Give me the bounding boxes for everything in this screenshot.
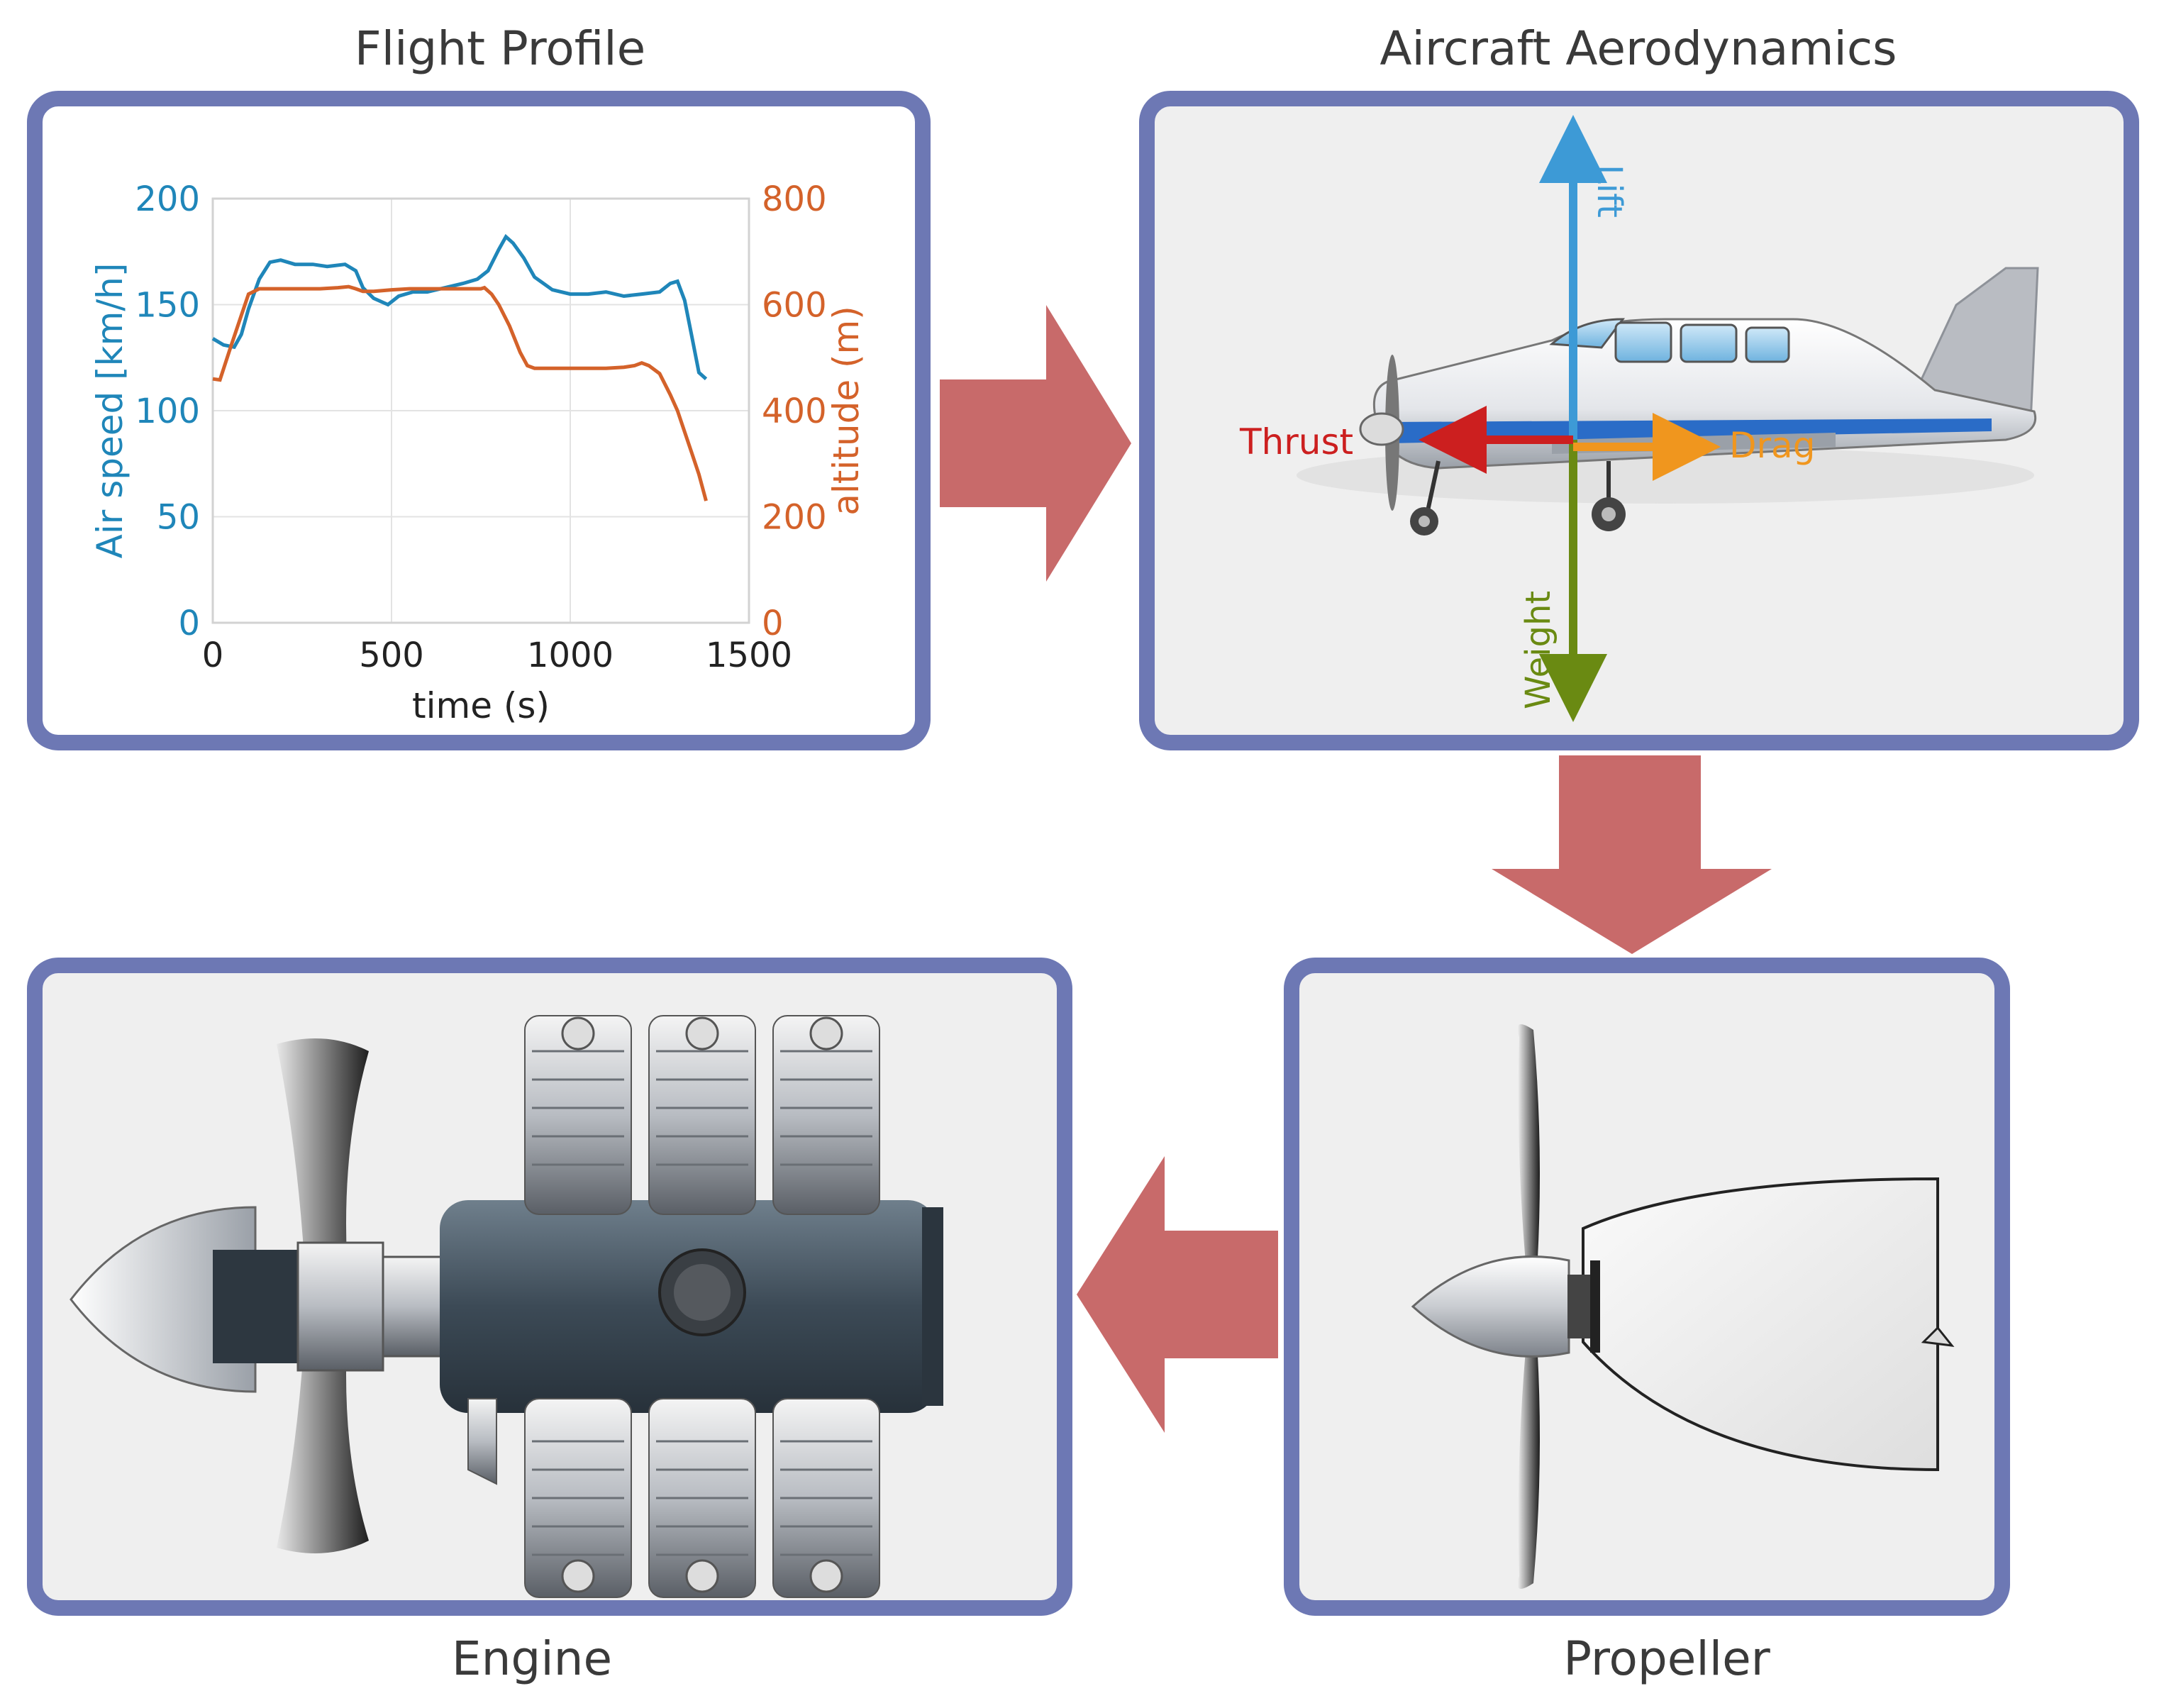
propeller-illustration bbox=[1411, 1024, 1955, 1589]
propeller-title: Propeller bbox=[1563, 1631, 1770, 1686]
engine-title: Engine bbox=[451, 1631, 613, 1686]
flow-arrow-right bbox=[940, 305, 1131, 582]
aerodynamics-panel: Lift Weight Thrust Drag bbox=[1139, 91, 2139, 750]
y-tick-label-right: 400 bbox=[762, 392, 827, 431]
y-axis-label-right: altitude (m) bbox=[826, 306, 867, 515]
engine-illustration bbox=[70, 1015, 943, 1598]
y-tick-label-left: 0 bbox=[178, 604, 200, 643]
propeller-panel bbox=[1284, 958, 2010, 1616]
y-tick-label-right: 800 bbox=[762, 179, 827, 219]
flow-arrow-left bbox=[1077, 1156, 1278, 1433]
x-tick-label: 500 bbox=[359, 636, 424, 675]
y-tick-label-left: 100 bbox=[135, 392, 200, 431]
drag-label: Drag bbox=[1729, 425, 1815, 466]
flight-profile-title: Flight Profile bbox=[354, 21, 646, 76]
y-tick-label-right: 0 bbox=[762, 604, 784, 643]
weight-label: Weight bbox=[1519, 591, 1558, 709]
plot-area-frame bbox=[211, 197, 750, 624]
lift-label: Lift bbox=[1589, 165, 1629, 218]
flow-arrow-down bbox=[1492, 755, 1772, 954]
altitude-series-line bbox=[212, 284, 708, 501]
thrust-label: Thrust bbox=[1239, 421, 1353, 462]
y-tick-label-left: 200 bbox=[135, 179, 200, 219]
y-tick-label-left: 50 bbox=[157, 498, 200, 538]
x-tick-label: 1000 bbox=[527, 636, 614, 675]
y-tick-label-left: 150 bbox=[135, 286, 200, 326]
x-axis-label: time (s) bbox=[412, 685, 550, 726]
aerodynamics-title: Aircraft Aerodynamics bbox=[1380, 21, 1897, 76]
x-tick-label: 1500 bbox=[706, 636, 792, 675]
engine-panel bbox=[27, 958, 1072, 1616]
aircraft-illustration bbox=[1297, 267, 2039, 536]
air-speed-series-line bbox=[211, 233, 708, 381]
y-axis-label-left: Air speed [km/h] bbox=[89, 263, 131, 559]
y-tick-label-right: 600 bbox=[762, 286, 827, 326]
y-tick-label-right: 200 bbox=[762, 498, 827, 538]
x-tick-label: 0 bbox=[202, 636, 224, 675]
